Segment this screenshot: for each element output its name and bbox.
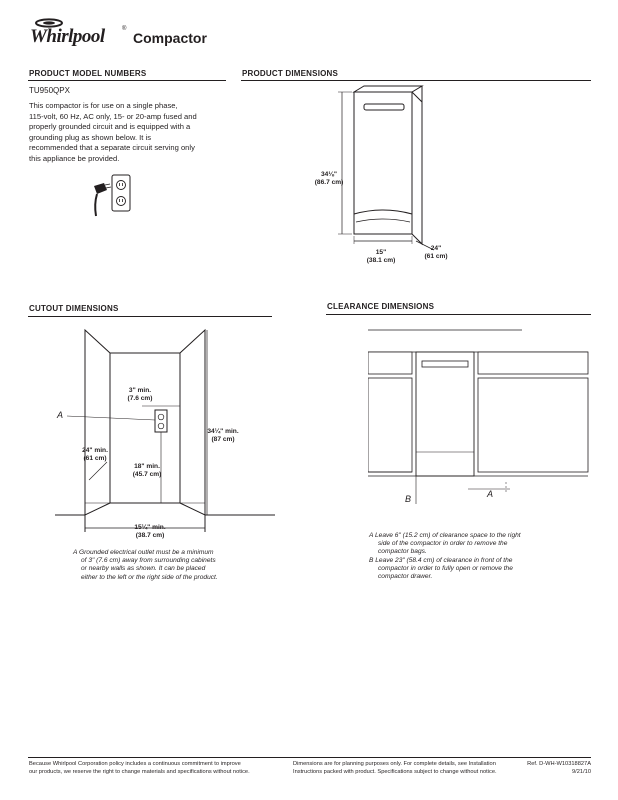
- compactor-product-drawing: [338, 85, 435, 251]
- outlet-clearance-label: 3" min. (7.6 cm): [127, 387, 153, 402]
- brand-name: Whirlpool: [30, 26, 105, 47]
- footer-rule: [28, 757, 591, 758]
- cutout-note: A Grounded electrical outlet must be a m…: [73, 549, 218, 581]
- cutout-callout-a: A: [57, 410, 64, 420]
- footer-right: Dimensions are for planning purposes onl…: [293, 761, 497, 775]
- product-depth-label: 24" (61 cm): [424, 245, 448, 260]
- logo-swoosh-icon: [35, 18, 63, 28]
- description-line: recommended that a separate circuit serv…: [29, 143, 195, 153]
- clearance-dimensions-title: CLEARANCE DIMENSIONS: [327, 302, 435, 311]
- model-number: TU950QPX: [29, 86, 70, 95]
- description-line: 115-volt, 60 Hz, AC only, 15- or 20-amp …: [29, 111, 197, 121]
- cutout-dimensions-rule: [28, 316, 272, 317]
- clearance-diagram: [368, 329, 589, 504]
- cutout-diagram: [55, 328, 275, 532]
- plug-outlet-illustration: [94, 174, 131, 217]
- description-line: grounding plug as shown below. It is: [29, 132, 152, 142]
- description-line: This compactor is for use on a single ph…: [29, 101, 178, 110]
- model-section-rule: [28, 80, 226, 81]
- clearance-callout-a: A: [487, 489, 494, 499]
- cutout-dimensions-title: CUTOUT DIMENSIONS: [29, 304, 119, 313]
- cutout-height-label: 34¼" min. (87 cm): [207, 428, 239, 443]
- outlet-height-label: 18" min. (45.7 cm): [132, 463, 162, 478]
- clearance-dimensions-rule: [326, 314, 591, 315]
- description-line: properly grounded circuit and is equippe…: [29, 122, 191, 132]
- outlet-icon: [154, 409, 168, 433]
- compactor-handle-icon: [421, 360, 469, 368]
- clearance-note-b: B Leave 23" (58.4 cm) of clearance in fr…: [369, 557, 513, 581]
- model-description: This compactor is for use on a single ph…: [29, 101, 229, 165]
- product-type-title: Compactor: [133, 30, 207, 46]
- description-line: this appliance be provided.: [29, 153, 120, 163]
- cutout-width-label: 15¼" min. (38.7 cm): [134, 524, 166, 539]
- plug-icon: [94, 183, 112, 217]
- cutout-depth-label: 24" min. (61 cm): [82, 447, 108, 462]
- model-section-title: PRODUCT MODEL NUMBERS: [29, 69, 147, 78]
- clearance-callout-b: B: [405, 494, 412, 504]
- footer-left: Because Whirlpool Corporation policy inc…: [29, 761, 250, 775]
- handle-icon: [363, 103, 405, 111]
- outlet-plate-icon: [111, 174, 131, 212]
- product-dimensions-title: PRODUCT DIMENSIONS: [242, 69, 339, 78]
- whirlpool-logo: Whirlpool ®: [30, 18, 126, 52]
- product-dimensions-rule: [241, 80, 591, 81]
- product-height-label: 34⅛" (86.7 cm): [314, 171, 344, 186]
- clearance-note-a: A Leave 6" (15.2 cm) of clearance space …: [369, 532, 521, 556]
- product-width-label: 15" (38.1 cm): [366, 249, 396, 264]
- footer-ref: Ref. D-WH-W10318827A 9/21/10: [527, 761, 591, 775]
- registered-mark: ®: [122, 26, 127, 32]
